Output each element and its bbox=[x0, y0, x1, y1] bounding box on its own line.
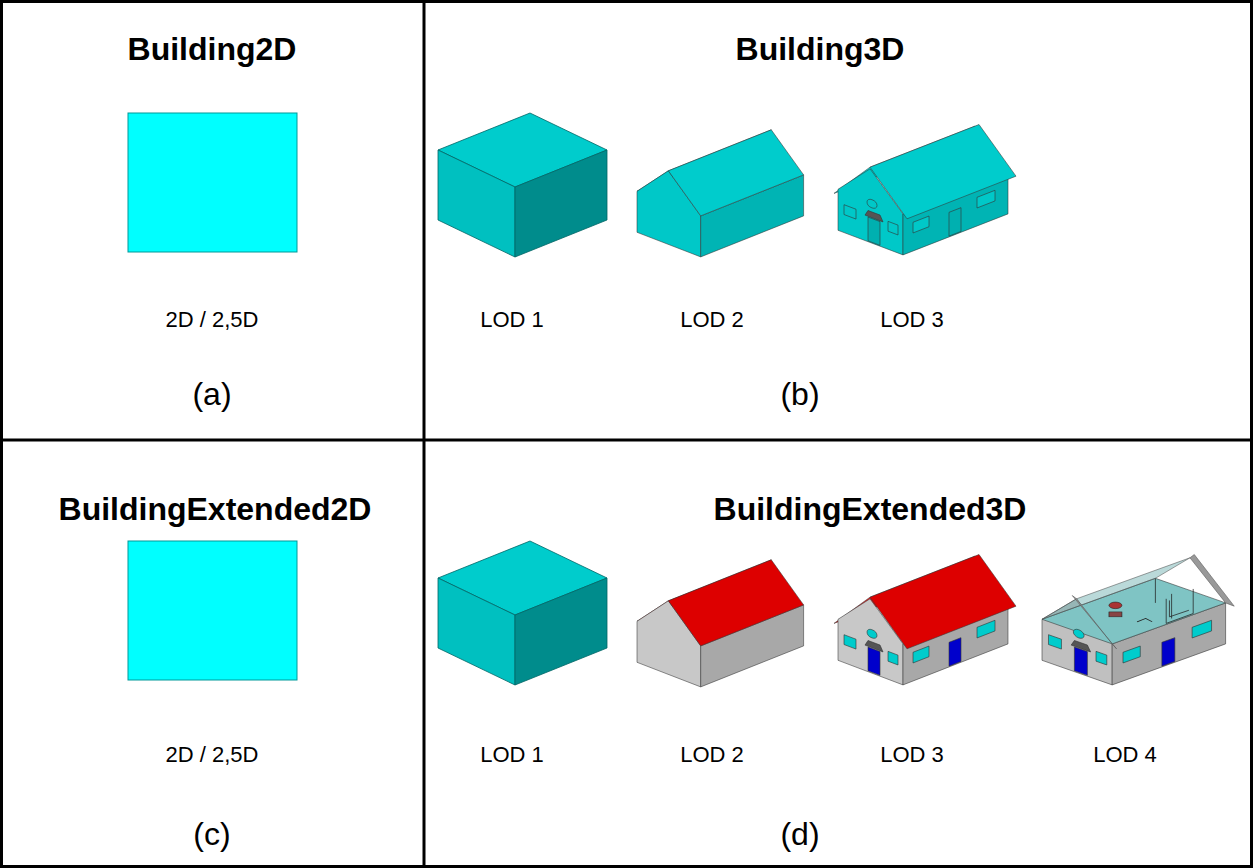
panel-title: Building3D bbox=[736, 32, 905, 67]
lod-label: LOD 3 bbox=[880, 308, 944, 332]
lod-label: LOD 1 bbox=[480, 308, 544, 332]
lod-label: LOD 1 bbox=[480, 743, 544, 767]
dimension-label: 2D / 2,5D bbox=[166, 308, 259, 332]
lod2-house bbox=[637, 130, 804, 257]
lod-label: LOD 3 bbox=[880, 743, 944, 767]
panel-letter: (d) bbox=[780, 817, 819, 852]
panel-cell: BuildingExtended2D 2D / 2,5D (c) bbox=[3, 442, 423, 865]
panel-title: BuildingExtended3D bbox=[714, 492, 1027, 527]
lod-label: LOD 2 bbox=[680, 743, 744, 767]
lod3-house bbox=[834, 125, 1016, 255]
dimension-label: 2D / 2,5D bbox=[166, 743, 259, 767]
lod3-house bbox=[834, 555, 1016, 685]
lod4-house bbox=[1042, 555, 1234, 685]
panel-title: BuildingExtended2D bbox=[59, 492, 372, 527]
panel-letter: (a) bbox=[192, 377, 231, 412]
footprint-square bbox=[128, 541, 297, 680]
lod1-block bbox=[438, 113, 607, 257]
panel-cell: Building3D LOD 1 LOD 2 LOD 3 (b) bbox=[426, 3, 1250, 439]
lod-label: LOD 4 bbox=[1093, 743, 1157, 767]
lod2-house bbox=[637, 560, 804, 687]
panel-cell: Building2D 2D / 2,5D (a) bbox=[3, 3, 423, 439]
lod-label: LOD 2 bbox=[680, 308, 744, 332]
panel-cell: BuildingExtended3D LOD 1 LOD 2 LOD 3 LOD 4 (d… bbox=[426, 442, 1250, 865]
lod1-block bbox=[438, 541, 607, 685]
panel-letter: (b) bbox=[780, 377, 819, 412]
footprint-square bbox=[128, 113, 297, 252]
panel-title: Building2D bbox=[128, 32, 297, 67]
panel-letter: (c) bbox=[193, 817, 230, 852]
